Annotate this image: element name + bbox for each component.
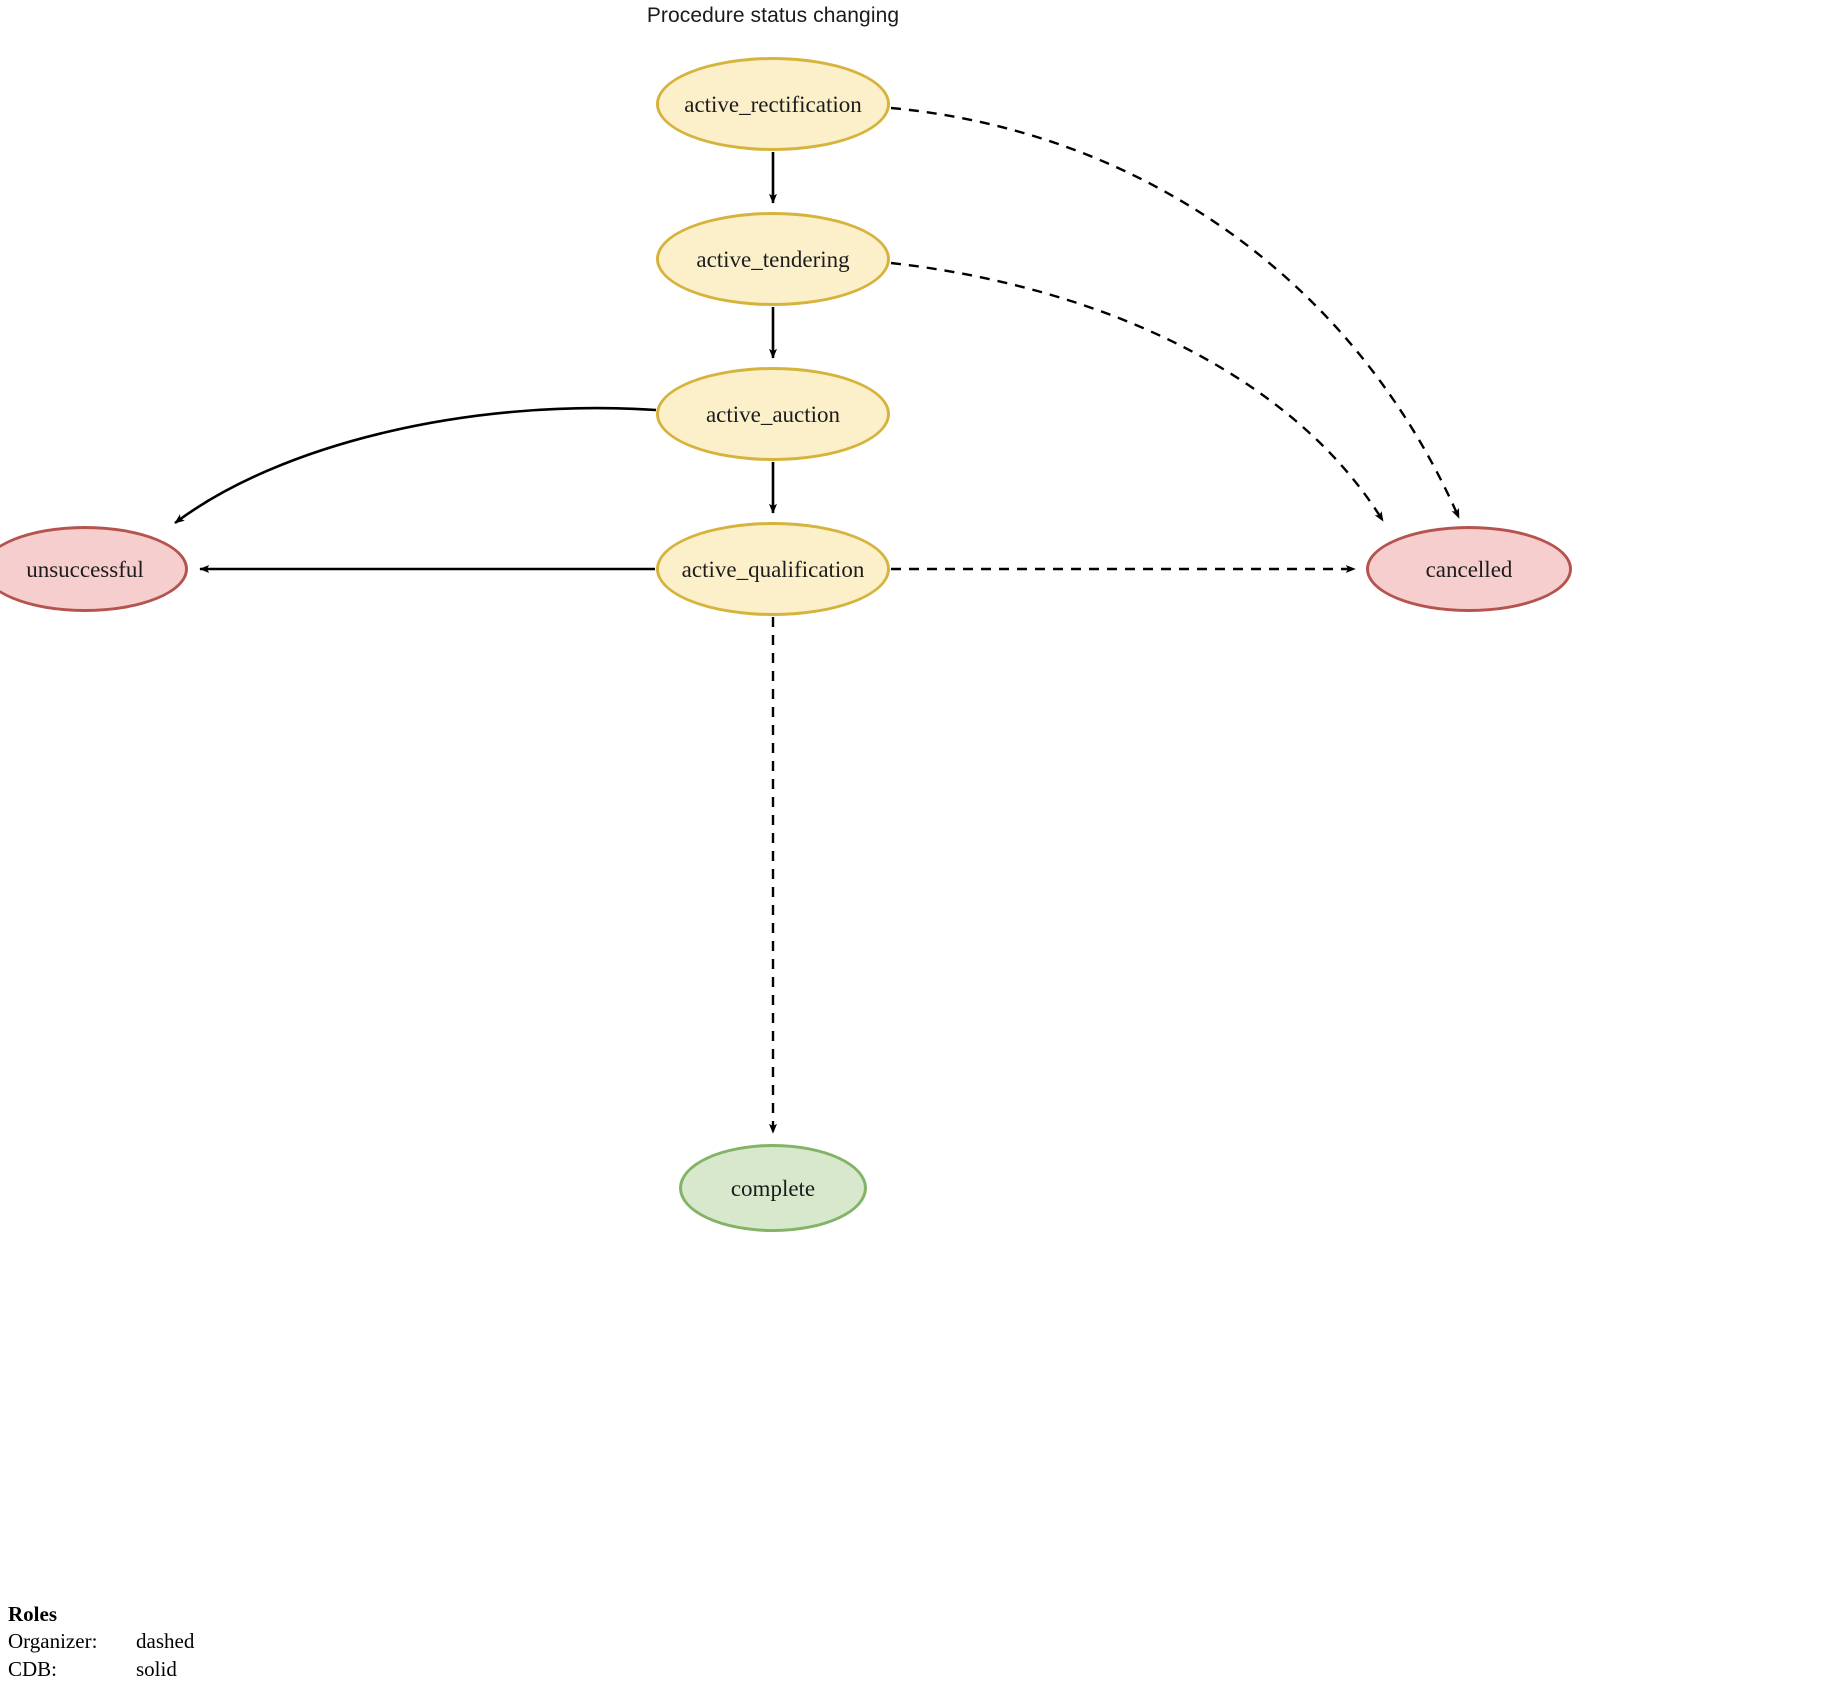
node-label: unsuccessful (26, 556, 144, 582)
legend-title: Roles (8, 1602, 57, 1626)
page-title-text: Procedure status changing (646, 4, 900, 27)
edge-tendering-to-cancelled (890, 261, 1385, 522)
node-active-auction[interactable]: active_auction (656, 367, 890, 461)
node-label: active_qualification (681, 556, 865, 582)
legend-row-cdb: CDB: solid (8, 1656, 194, 1683)
node-label: active_tendering (696, 246, 850, 272)
legend-value: dashed (136, 1629, 195, 1654)
node-active-rectification[interactable]: active_rectification (656, 57, 890, 151)
node-label: complete (730, 1175, 816, 1201)
legend-key: Organizer: (8, 1629, 98, 1654)
legend-key: CDB: (8, 1656, 58, 1681)
node-active-tendering[interactable]: active_tendering (656, 212, 890, 306)
node-complete[interactable]: complete (679, 1144, 867, 1232)
legend: Roles Organizer: dashed CDB: solid (8, 1601, 194, 1683)
node-label: cancelled (1425, 556, 1513, 582)
node-label: active_rectification (684, 91, 862, 117)
node-cancelled[interactable]: cancelled (1366, 526, 1572, 612)
edge-auction-to-unsuccessful (174, 406, 657, 525)
legend-row-organizer: Organizer: dashed (8, 1628, 194, 1655)
node-label: active_auction (705, 401, 841, 427)
node-active-qualification[interactable]: active_qualification (656, 522, 890, 616)
edge-rectification-to-cancelled (890, 106, 1461, 519)
legend-value: solid (136, 1656, 177, 1681)
page-title: Procedure status changing (0, 4, 1824, 28)
